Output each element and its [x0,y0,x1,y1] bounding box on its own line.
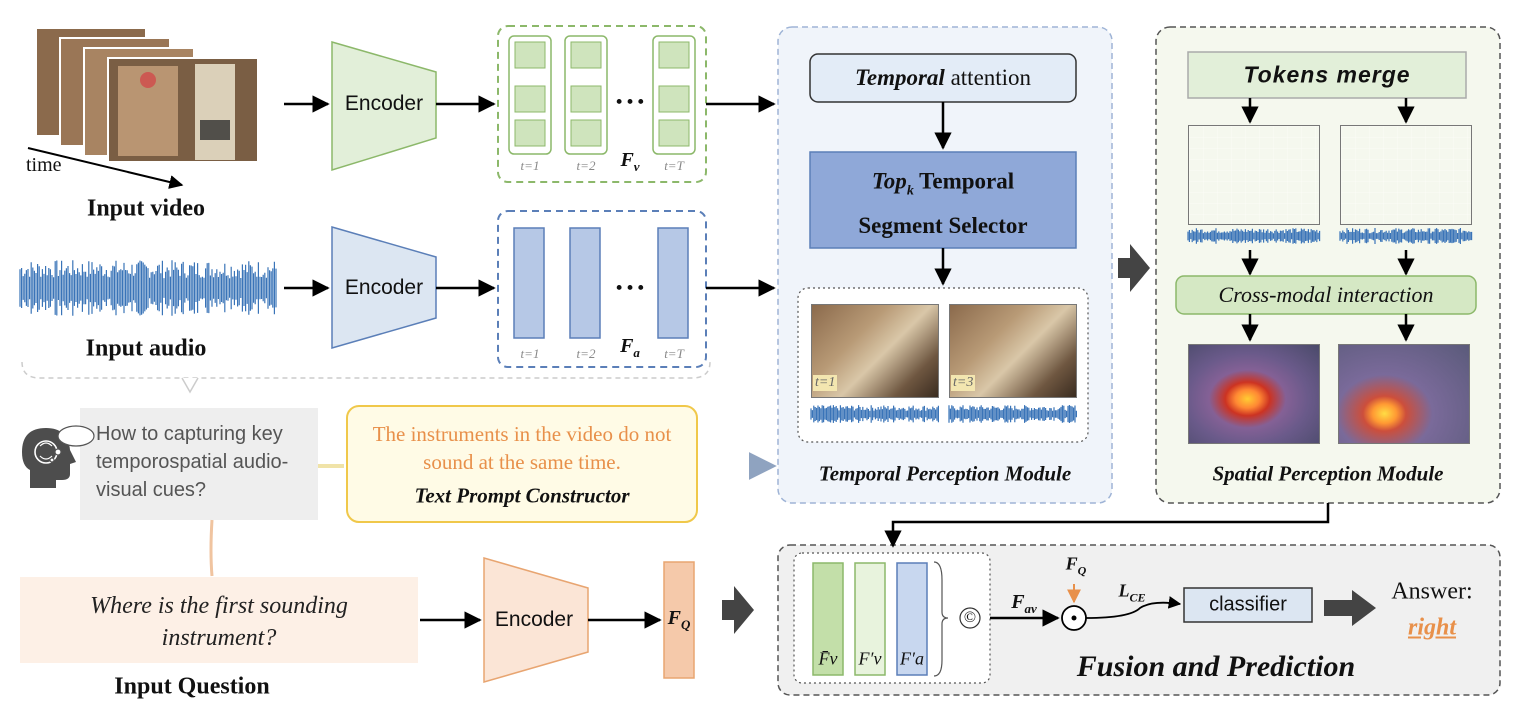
wave-seg2-path [948,405,1077,423]
video-feature-columns [508,35,696,155]
cross-modal-box [1175,275,1477,315]
bracket-notch [181,377,199,394]
selector-label-line1: Topk Temporal [871,168,1015,199]
thought-text: How to capturing key temporospatial audi… [96,423,289,501]
video-tick-1: t=1 [520,158,540,173]
fusion-label-aprime: F′a [900,648,924,669]
temporal-to-spatial-arrow [1118,244,1150,292]
answer-label: Answer: [1391,578,1473,605]
video-tick-2: t=2 [576,158,596,173]
question-to-fusion-arrow [722,586,754,634]
audio-encoder-label: Encoder [344,276,424,299]
wave-sp2-path [1339,228,1473,244]
video-frame-stack [35,27,259,163]
concat-op [959,607,981,629]
selector-label-line2: Segment Selector [858,213,1028,238]
question-box [20,577,418,663]
cross-modal-label: Cross-modal interaction [1218,282,1434,307]
video-encoder-shape [331,41,437,172]
prompt-constructor-label: Text Prompt Constructor [414,483,630,508]
audio-encoder-shape [331,226,437,349]
merged-tokens-frame-1 [1188,125,1320,225]
concat-symbol: © [963,609,977,626]
fusion-brace [933,561,949,677]
spatial-to-fusion-connector [884,503,1330,548]
fusion-label-vbar: F̄v [818,648,838,669]
temporal-attention-label: Temporal attention [854,65,1032,90]
fq-fusion-label: FQ [1065,553,1087,578]
audio-feature-label: Fa [620,335,640,360]
spatial-module-label: Spatial Perception Module [1212,461,1444,486]
tokens-merge-box [1187,51,1467,99]
video-tick-T: t=T [664,158,684,173]
wave-seg1-path [810,405,939,423]
input-video-caption: Input video [86,195,206,222]
audio-tick-T: t=T [664,346,684,361]
time-label: time [26,154,62,176]
frame-tick-3: t=3 [951,375,976,391]
video-encoder-label: Encoder [344,92,424,115]
selected-segment-2-waveform [948,405,1077,423]
audio-tick-2: t=2 [576,346,596,361]
thought-box [80,408,318,520]
temporal-selector-box [809,151,1077,249]
heatmap-frame-1 [1188,344,1320,444]
loss-label: LCE [1118,580,1146,605]
question-feature-label: FQ [667,607,691,632]
heatmap-frame-2 [1338,344,1470,444]
question-feature-column [663,561,695,679]
frame-tick-1: t=1 [813,375,838,391]
question-text: Where is the first sounding instrument? [90,593,348,651]
prompt-constructor-box [346,405,698,523]
input-question-caption: Input Question [114,673,270,700]
fav-label: Fav [1011,591,1037,616]
audio-tick-1: t=1 [520,346,540,361]
classifier-box [1183,587,1313,623]
input-audio-waveform [19,260,277,316]
prompt-text: The instruments in the video do not soun… [372,422,672,474]
answer-value: right [1407,614,1457,641]
question-encoder-shape [483,557,589,683]
question-to-thought-link [209,519,214,577]
question-encoder-label: Encoder [494,608,574,631]
multiply-to-classifier-arrow [1085,596,1182,619]
time-arrow [27,147,184,189]
wave-input-path [19,260,277,316]
thought-cloud-icon [49,425,95,463]
classifier-label: classifier [1209,593,1287,616]
spatial-waveform-1 [1187,228,1321,244]
selected-segment-1-waveform [810,405,939,423]
fusion-feature-vprime [854,562,886,676]
temporal-module-label: Temporal Perception Module [818,461,1072,486]
fusion-module-label: Fusion and Prediction [1076,650,1356,683]
fusion-feature-aprime [896,562,928,676]
audio-feature-box [497,210,707,368]
fusion-feature-vbar [812,562,844,676]
spatial-waveform-2 [1339,228,1473,244]
video-feature-ellipsis: • • • [616,91,644,112]
fusion-label-vprime: F′v [858,648,882,669]
input-audio-caption: Input audio [85,335,207,362]
audio-feature-columns [513,227,689,339]
video-feature-label: Fv [620,149,640,174]
tokens-merge-label: Tokens merge [1243,61,1411,88]
audio-feature-ellipsis: • • • [616,277,644,298]
classifier-to-answer-arrow [1324,590,1376,626]
wave-sp1-path [1187,228,1321,244]
merged-tokens-frame-2 [1340,125,1472,225]
input-bracket [21,361,711,379]
